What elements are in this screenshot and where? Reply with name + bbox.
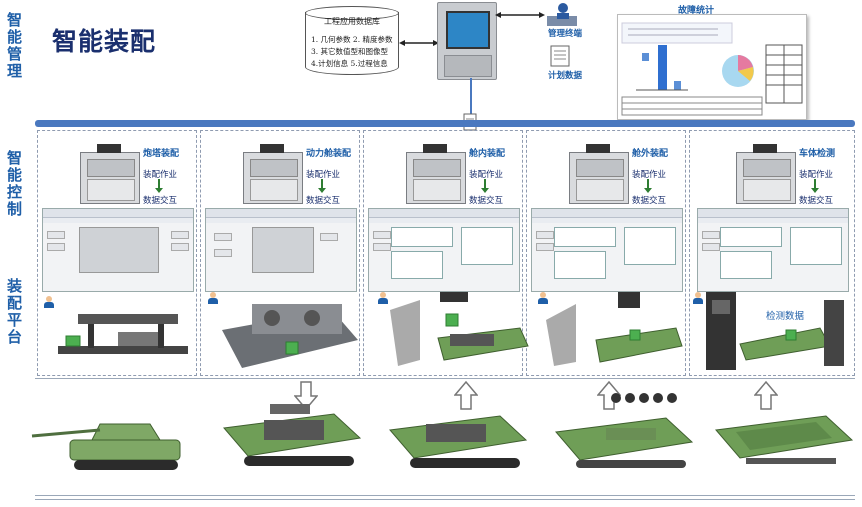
op-assembly: 装配作业: [632, 170, 667, 180]
operator-icon: [44, 296, 54, 308]
op-assembly: 装配作业: [306, 170, 341, 180]
software-window: [531, 208, 683, 292]
divider-line: [35, 378, 855, 379]
inspection-data-label: 检测数据: [766, 311, 805, 322]
down-arrow-icon: [481, 179, 489, 193]
hull-stage-powerpack: [223, 404, 362, 466]
op-assembly: 装配作业: [799, 170, 834, 180]
down-arrow-icon: [811, 179, 819, 193]
operator-icon: [538, 292, 548, 304]
hull-stage-bare: [715, 415, 854, 464]
interior-platform: [390, 292, 529, 366]
cell-name: 车体检测: [799, 149, 836, 159]
assembly-machine: [80, 144, 140, 204]
cell-name: 舱内装配: [469, 149, 506, 159]
database-line: 3. 其它数值型和图像型: [311, 47, 389, 56]
down-arrow-icon: [644, 179, 652, 193]
operator-icon: [208, 292, 218, 304]
fault-report: 故障统计: [617, 6, 807, 120]
assembly-machine: [569, 144, 629, 204]
cell-name: 炮塔装配: [143, 149, 180, 159]
op-data: 数据交互: [143, 196, 178, 206]
op-assembly: 装配作业: [143, 170, 178, 180]
db-link-arrow: [399, 40, 439, 46]
assembly-machine: [243, 144, 303, 204]
database-title: 工程应用数据库: [324, 17, 380, 26]
op-data: 数据交互: [469, 196, 504, 206]
document-icon: [550, 45, 570, 67]
software-window: [205, 208, 357, 292]
software-window: [697, 208, 849, 292]
side-label-platform: 装配平台: [5, 278, 23, 346]
fault-report-graphic: [621, 22, 803, 116]
powerpack-platform: [222, 304, 358, 368]
network-bus: [35, 120, 855, 127]
operator-icon: [693, 292, 703, 304]
turret-platform: [58, 314, 188, 354]
cell-inspection: [689, 130, 855, 376]
hull-stage-exterior: [555, 393, 694, 468]
down-arrow-icon: [155, 179, 163, 193]
manager-icon: [547, 3, 577, 26]
fault-stats-label: 故障统计: [678, 6, 715, 16]
inspection-platform: [706, 292, 844, 370]
exterior-platform: [546, 292, 683, 366]
database-line: 4.计划信息 5.过程信息: [311, 59, 388, 68]
cell-turret: [37, 130, 197, 376]
bus-link-line: [470, 78, 472, 120]
side-label-management: 智能管理: [5, 12, 23, 80]
cell-exterior: [526, 130, 686, 376]
software-window: [368, 208, 520, 292]
op-data: 数据交互: [306, 196, 341, 206]
assembly-machine: [736, 144, 796, 204]
hull-stage-interior: [389, 415, 528, 468]
assembly-machine: [406, 144, 466, 204]
divider-line: [35, 499, 855, 500]
database-cylinder: 工程应用数据库 1. 几何参数 2. 精度参数 3. 其它数值型和图像型 4.计…: [305, 6, 399, 78]
up-flow-arrow-icon: [454, 381, 478, 410]
page-title: 智能装配: [52, 27, 157, 56]
manager-label: 管理终端: [548, 29, 583, 39]
cell-powerpack: [200, 130, 360, 376]
cell-name: 舱外装配: [632, 149, 669, 159]
divider-line: [35, 495, 855, 496]
op-data: 数据交互: [632, 196, 667, 206]
database-line: 1. 几何参数 2. 精度参数: [311, 35, 393, 44]
manager-link-arrow: [495, 12, 545, 18]
op-data: 数据交互: [799, 196, 834, 206]
down-arrow-icon: [318, 179, 326, 193]
up-flow-arrow-icon: [754, 381, 778, 410]
op-assembly: 装配作业: [469, 170, 504, 180]
side-label-control: 智能控制: [5, 150, 23, 218]
software-window: [42, 208, 194, 292]
operator-icon: [378, 292, 388, 304]
server-terminal: [437, 2, 497, 80]
down-flow-arrow-icon: [294, 381, 318, 411]
tank-complete: [31, 423, 181, 470]
cell-interior: [363, 130, 523, 376]
cell-name: 动力舱装配: [306, 149, 352, 159]
plan-data-label: 计划数据: [548, 71, 583, 81]
